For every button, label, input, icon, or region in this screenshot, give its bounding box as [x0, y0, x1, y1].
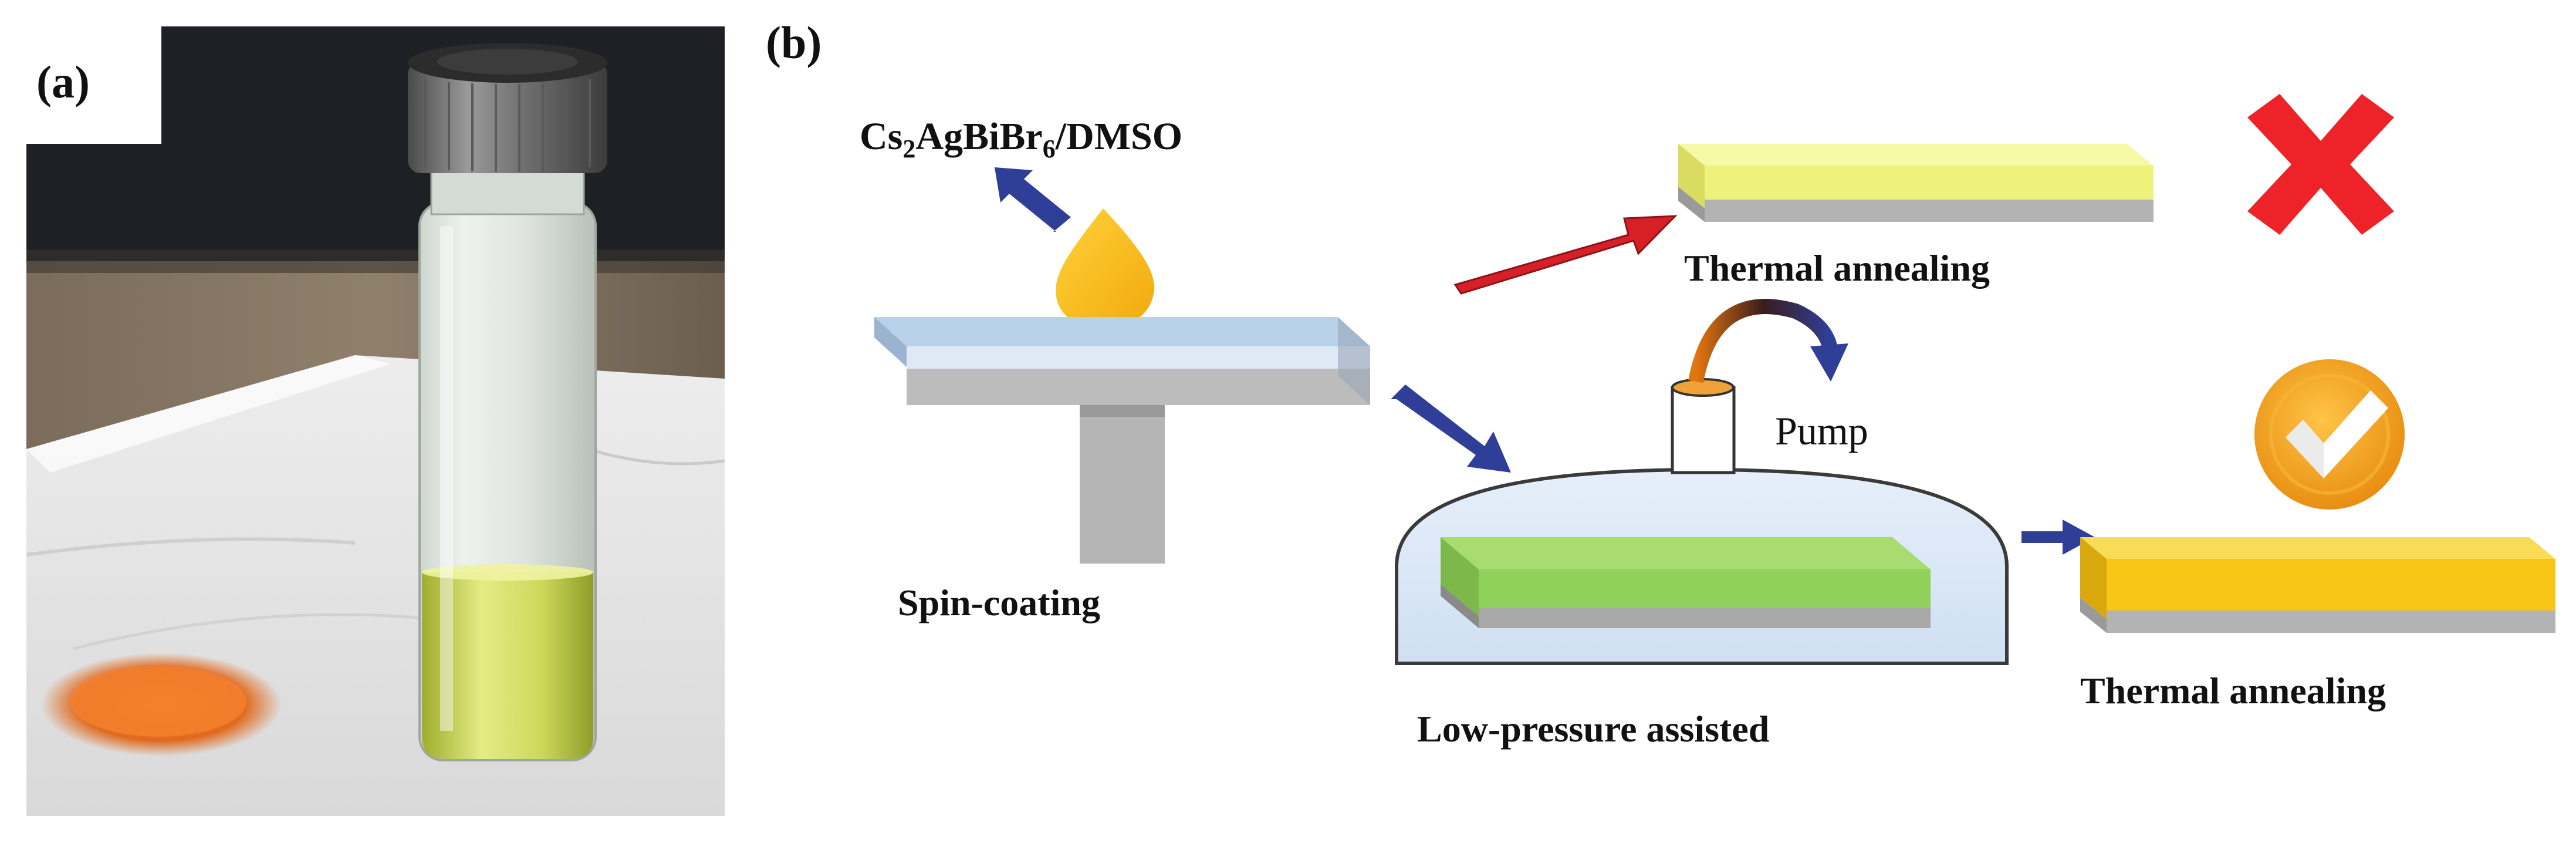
- check-mark-icon: [2254, 359, 2405, 510]
- precursor-droplet: [1056, 208, 1155, 329]
- blue-arrow-to-bottom-annealing: [2021, 520, 2095, 555]
- thermal-annealing-top-label: Thermal annealing: [1684, 247, 1990, 289]
- top-film-stack: [1678, 144, 2154, 222]
- pump-arrow: [1688, 299, 1848, 383]
- arrow-to-formula: [995, 167, 1071, 232]
- bottom-film-stack: [2080, 537, 2555, 633]
- panel-b-label: (b): [766, 17, 822, 68]
- low-pressure-label: Low-pressure assisted: [1417, 708, 1770, 750]
- panel-a-label: (a): [36, 56, 90, 107]
- pump-label: Pump: [1775, 409, 1868, 453]
- vial-photo: [26, 26, 725, 816]
- cross-mark-icon: [2247, 94, 2394, 235]
- photo-panel: [26, 26, 725, 816]
- low-pressure-chamber: [1395, 467, 2009, 665]
- blue-arrow-to-chamber: [1391, 385, 1511, 473]
- thermal-annealing-bottom-label: Thermal annealing: [2080, 670, 2386, 712]
- pump-tube: [1671, 378, 1736, 474]
- precursor-formula: Cs2AgBiBr6/DMSO: [860, 115, 1183, 164]
- red-arrow-to-top-annealing: [1453, 215, 1678, 295]
- spin-coating-label: Spin-coating: [898, 582, 1100, 623]
- spin-coater: [874, 317, 1370, 564]
